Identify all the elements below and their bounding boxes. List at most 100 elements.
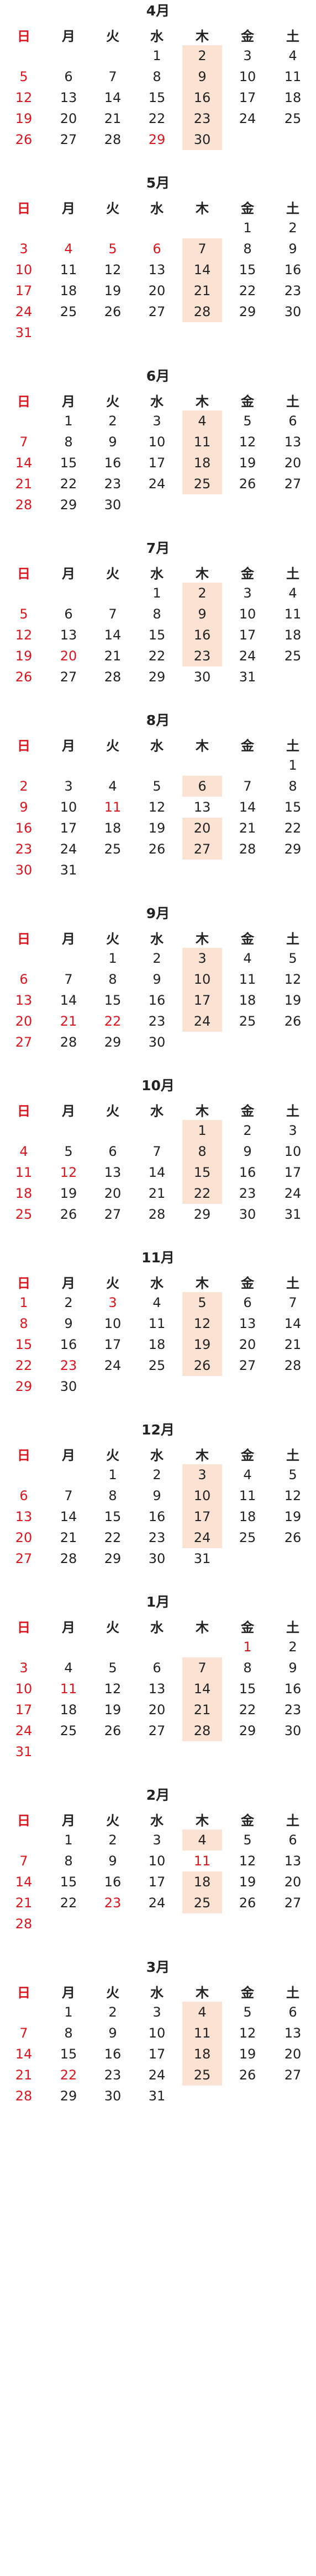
month-title: 6月: [146, 368, 170, 384]
empty-day-cell: [273, 1913, 313, 1934]
day-cell: 2: [108, 413, 117, 429]
day-cell: 20: [104, 1186, 122, 1201]
day-cell: 24: [15, 304, 33, 319]
day-cell: 9: [288, 1660, 297, 1676]
day-cell: 8: [288, 778, 297, 794]
day-cell: 10: [239, 69, 256, 84]
day-cell: 19: [104, 1702, 122, 1718]
day-cell: 14: [182, 259, 222, 280]
empty-day-cell: [93, 1741, 133, 1762]
weekday-header: 火: [106, 200, 119, 216]
day-cell: 28: [239, 841, 256, 857]
day-cell: 27: [284, 1895, 302, 1911]
day-cell: 28: [104, 669, 122, 685]
day-cell: 10: [148, 434, 166, 450]
weekday-header: 火: [106, 1812, 119, 1828]
day-cell: 23: [182, 108, 222, 129]
day-cell: 29: [104, 1551, 122, 1566]
day-cell: 30: [104, 497, 122, 513]
day-cell: 4: [64, 241, 73, 257]
day-cell: 16: [148, 993, 166, 1008]
day-cell: 6: [64, 606, 73, 622]
day-cell: 18: [284, 90, 302, 105]
day-cell: 3: [182, 1464, 222, 1485]
day-cell: 29: [239, 1723, 256, 1738]
day-cell: 10: [182, 1485, 222, 1506]
day-cell: 8: [243, 241, 252, 257]
empty-day-cell: [228, 1548, 267, 1569]
day-cell: 10: [60, 799, 77, 815]
empty-day-cell: [93, 322, 133, 343]
day-cell: 30: [284, 1723, 302, 1738]
day-cell: 20: [148, 283, 166, 298]
empty-day-cell: [49, 583, 88, 604]
day-cell: 7: [108, 69, 117, 84]
day-cell: 6: [288, 2004, 297, 2020]
day-cell: 14: [15, 455, 33, 471]
day-cell: 3: [64, 778, 73, 794]
weekday-header: 土: [286, 393, 299, 409]
day-cell: 12: [104, 1681, 122, 1697]
day-cell: 10: [239, 606, 256, 622]
weekday-header: 火: [106, 566, 119, 582]
day-cell: 6: [108, 1144, 117, 1159]
weekday-header: 火: [106, 28, 119, 44]
weekday-header: 土: [286, 28, 299, 44]
weekday-header: 木: [196, 566, 209, 582]
day-cell: 17: [239, 627, 256, 643]
empty-day-cell: [93, 217, 133, 238]
day-cell: 28: [148, 1207, 166, 1222]
day-cell: 19: [239, 2046, 256, 2062]
day-cell: 8: [152, 69, 161, 84]
day-cell: 16: [284, 262, 302, 278]
day-cell: 31: [60, 862, 77, 878]
day-cell: 31: [15, 1744, 33, 1759]
empty-day-cell: [182, 217, 222, 238]
day-cell: 12: [239, 2025, 256, 2041]
weekday-header: 金: [241, 931, 254, 947]
day-cell: 19: [148, 820, 166, 836]
day-cell: 16: [60, 1337, 77, 1352]
empty-day-cell: [93, 860, 133, 881]
day-cell: 29: [15, 1379, 33, 1394]
day-cell: 21: [239, 820, 256, 836]
weekday-header: 土: [286, 1619, 299, 1635]
weekday-header: 日: [17, 931, 30, 947]
day-cell: 20: [60, 111, 77, 126]
day-cell: 12: [148, 799, 166, 815]
day-cell: 9: [64, 1316, 73, 1331]
weekday-header: 火: [106, 1447, 119, 1463]
day-cell: 9: [288, 241, 297, 257]
empty-day-cell: [4, 1636, 44, 1657]
empty-day-cell: [273, 322, 313, 343]
weekday-header: 水: [150, 1619, 164, 1635]
day-cell: 3: [288, 1123, 297, 1138]
day-cell: 25: [182, 473, 222, 494]
day-cell: 23: [182, 646, 222, 666]
day-cell: 27: [284, 2067, 302, 2083]
day-cell: 19: [284, 993, 302, 1008]
day-cell: 13: [284, 1853, 302, 1869]
weekday-header: 月: [62, 1103, 75, 1119]
empty-day-cell: [228, 1376, 267, 1397]
day-cell: 26: [15, 669, 33, 685]
day-cell: 8: [152, 606, 161, 622]
day-cell: 20: [239, 1337, 256, 1352]
day-cell: 2: [108, 1832, 117, 1848]
empty-day-cell: [93, 1913, 133, 1934]
weekday-header: 金: [241, 566, 254, 582]
day-cell: 17: [182, 1506, 222, 1527]
day-cell: 28: [182, 1720, 222, 1741]
empty-day-cell: [4, 45, 44, 66]
day-cell: 3: [182, 948, 222, 969]
empty-day-cell: [228, 860, 267, 881]
day-cell: 11: [182, 431, 222, 452]
day-cell: 15: [60, 2046, 77, 2062]
day-cell: 18: [182, 1871, 222, 1892]
empty-day-cell: [182, 322, 222, 343]
weekday-header: 日: [17, 1985, 30, 2001]
weekday-header: 月: [62, 28, 75, 44]
day-cell: 6: [19, 1488, 28, 1503]
day-cell: 29: [148, 669, 166, 685]
day-cell: 25: [182, 2065, 222, 2086]
